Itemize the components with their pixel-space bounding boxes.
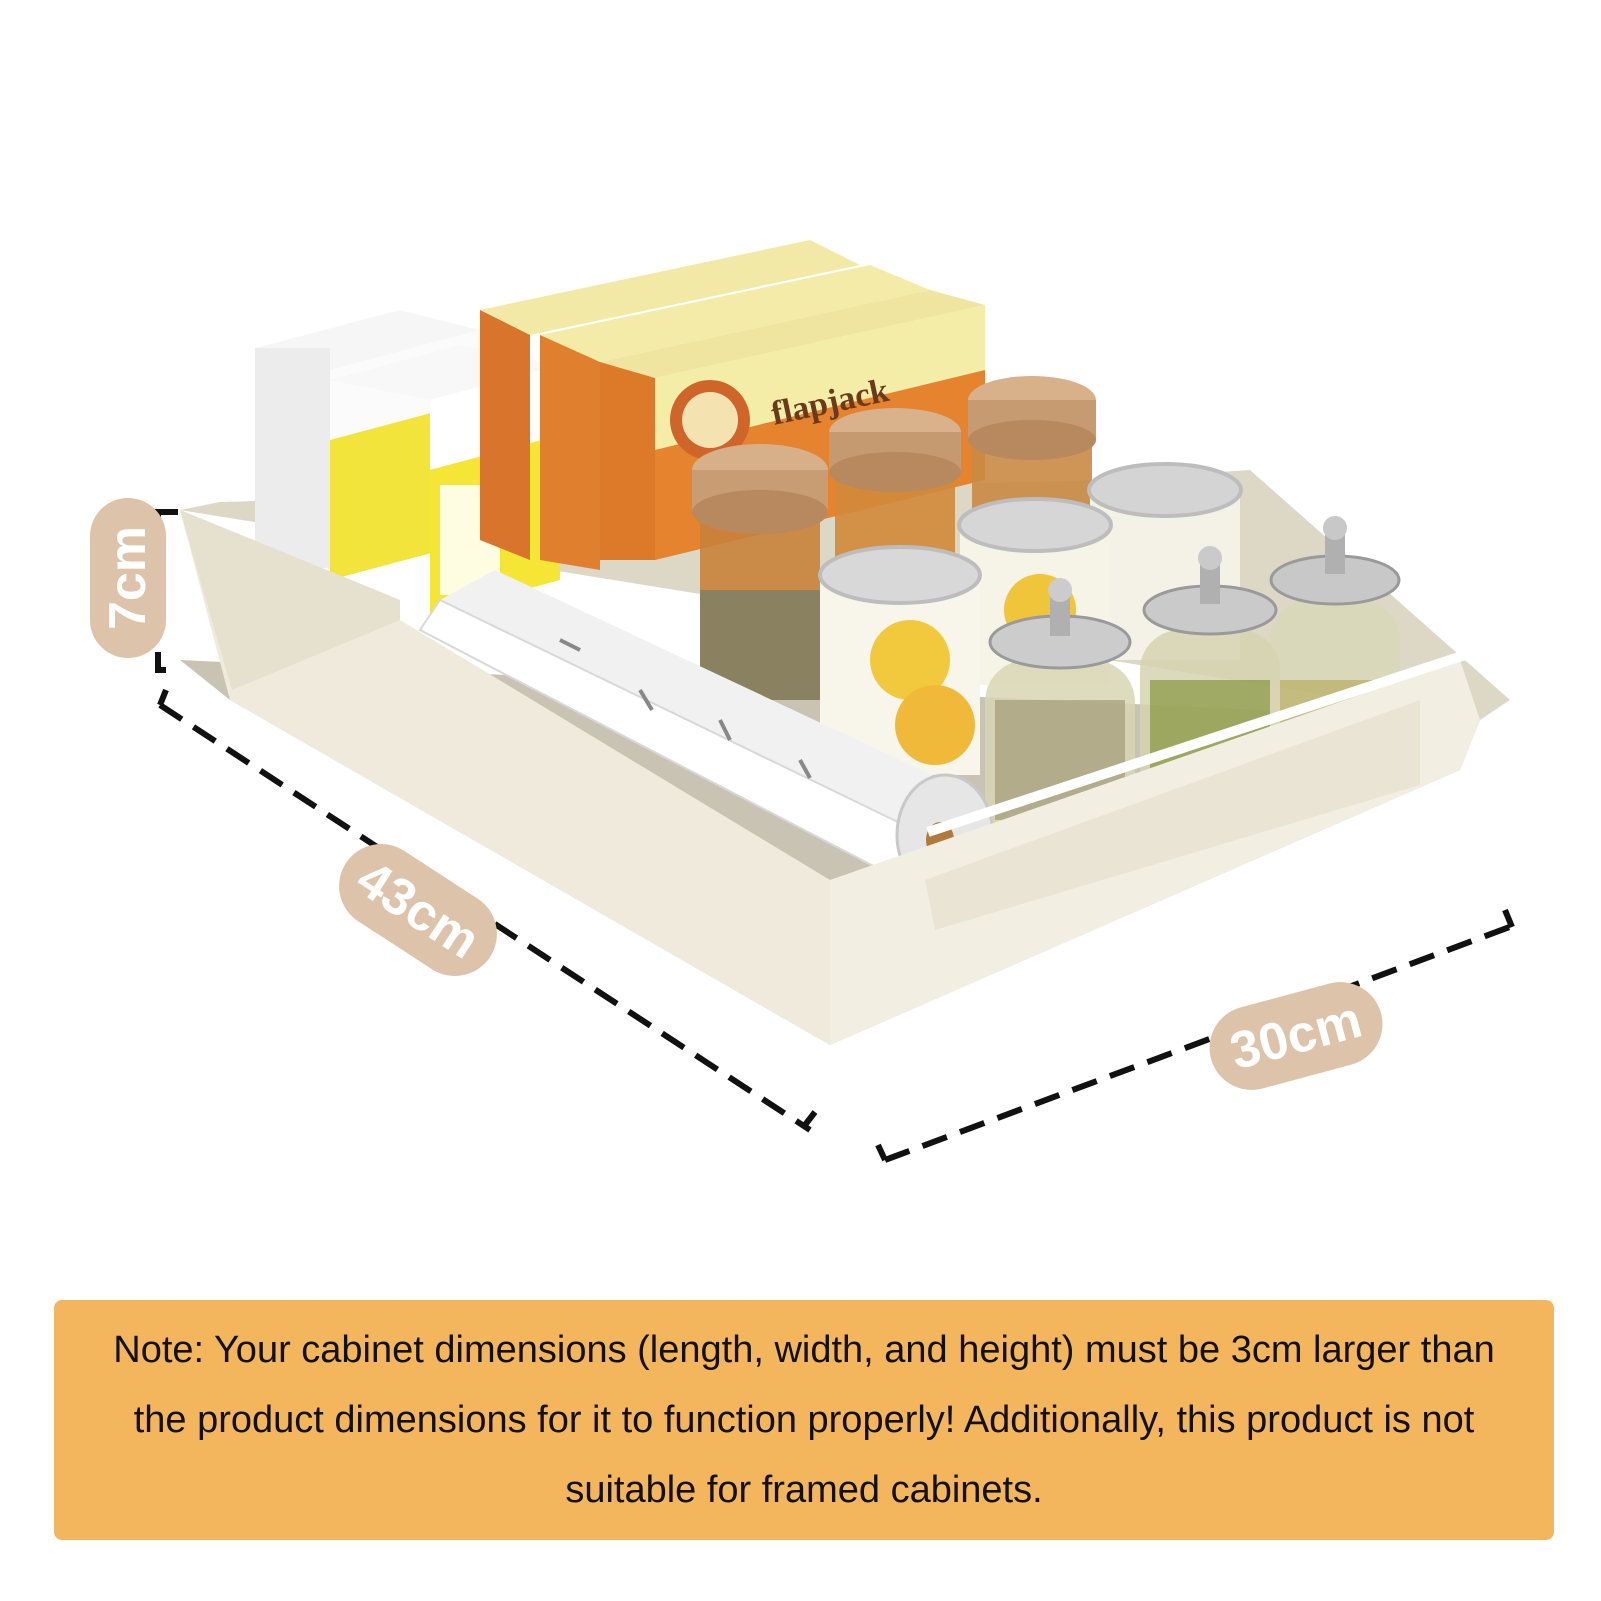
- tray-right-notch: [925, 700, 1420, 930]
- note-text: Note: Your cabinet dimensions (length, w…: [113, 1329, 1495, 1511]
- note-banner: Note: Your cabinet dimensions (length, w…: [54, 1300, 1554, 1540]
- tray-rail: [926, 650, 1467, 837]
- dimension-label-height: 7cm: [90, 498, 166, 658]
- tray-left-inner: [180, 510, 400, 690]
- paper-towel-roll: [418, 570, 995, 897]
